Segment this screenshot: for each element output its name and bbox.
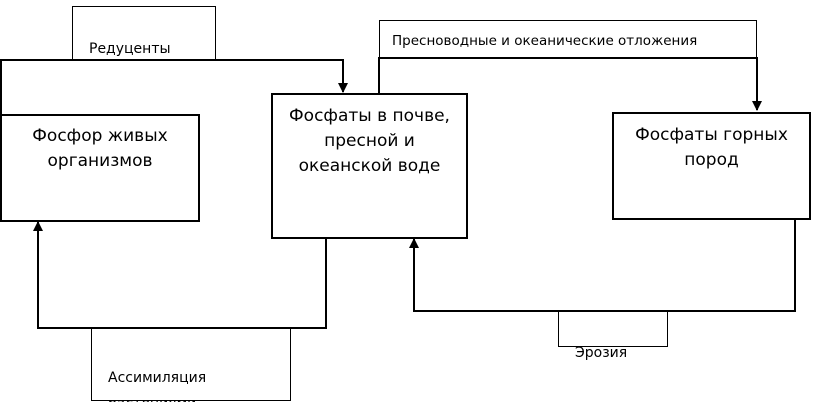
sediments-arrow: [378, 57, 762, 111]
edge-label-assimilation: Ассимиляция растениями: [91, 328, 291, 402]
decomposers-arrow: [0, 59, 348, 114]
erosion-arrow: [409, 220, 796, 312]
edge-label-erosion-text: Эрозия: [575, 345, 628, 361]
edge-label-erosion: Эрозия: [558, 311, 668, 361]
node-soil-phosphates: Фосфаты в почве, пресной и океанской вод…: [271, 93, 468, 239]
node-rock-phosphates: Фосфаты горных пород: [612, 112, 811, 220]
node-living-organisms: Фосфор живых организмов: [0, 114, 200, 222]
node-living-organisms-label: Фосфор живых организмов: [32, 126, 168, 171]
edge-label-sediments-text: Пресноводные и океанические отложения: [392, 33, 698, 49]
edge-label-assimilation-text: Ассимиляция растениями: [108, 370, 207, 402]
node-rock-phosphates-label: Фосфаты горных пород: [635, 125, 788, 170]
edge-label-sediments: Пресноводные и океанические отложения: [379, 20, 757, 58]
edge-label-decomposers: Редуценты: [72, 6, 216, 60]
edge-label-decomposers-text: Редуценты: [89, 41, 171, 57]
node-soil-phosphates-label: Фосфаты в почве, пресной и океанской вод…: [289, 106, 450, 176]
